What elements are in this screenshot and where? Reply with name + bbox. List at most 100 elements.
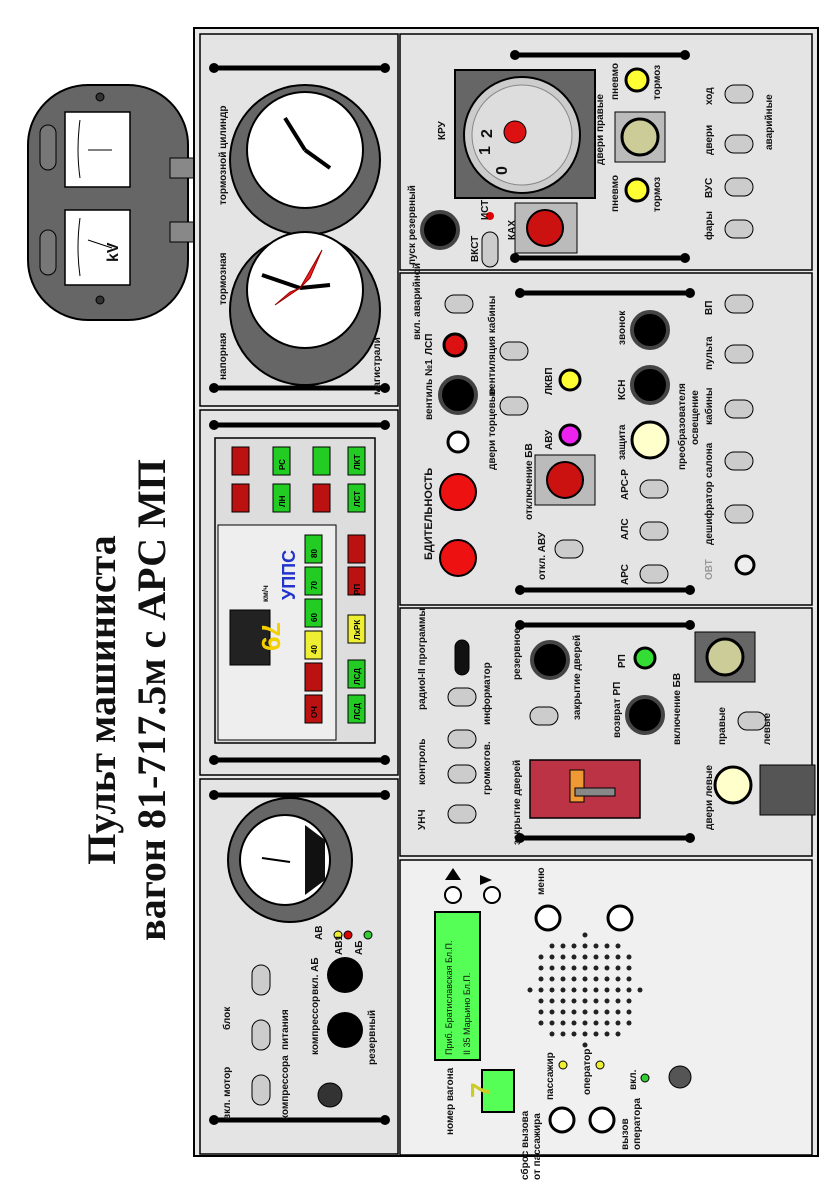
label-doors-right: двери правые	[595, 94, 606, 165]
ammeter-gauge	[227, 797, 353, 923]
label-ksn: КСН	[617, 380, 628, 400]
ist-label: ИСТ	[480, 200, 491, 220]
grille-hole	[538, 976, 544, 982]
grille-hole	[615, 954, 621, 960]
doors-left-right-toggle[interactable]	[737, 711, 767, 731]
grille-hole	[615, 1009, 621, 1015]
label-levye: левые	[762, 713, 773, 745]
sbros-button[interactable]	[548, 1106, 576, 1134]
dveri-torc-toggle[interactable]	[499, 396, 529, 416]
reserve-compressor-knob[interactable]	[317, 1082, 343, 1108]
label-dveri: двери	[704, 125, 715, 155]
zvonok-button[interactable]	[630, 310, 670, 350]
grille-hole	[571, 1020, 577, 1026]
upps-speed-display: 79 км/ч УППС	[229, 550, 299, 666]
grille-hole	[549, 1020, 555, 1026]
grille-hole	[549, 998, 555, 1004]
menu-button-2[interactable]	[606, 904, 634, 932]
grille-hole	[582, 1031, 588, 1037]
ars-toggle[interactable]	[639, 564, 669, 584]
grille-hole	[538, 998, 544, 1004]
kru-switch[interactable]: 0 1 2 КРУ	[437, 69, 596, 199]
vent-kab-toggle[interactable]	[499, 341, 529, 361]
label-blok: блок	[221, 1006, 233, 1030]
label-vus: ВУС	[704, 178, 715, 198]
label-kontrol: контроль	[417, 739, 428, 785]
vozvrat-rp-button[interactable]	[625, 695, 665, 735]
grille-hole	[604, 1009, 610, 1015]
lamp-label: ЛКТ	[353, 454, 362, 470]
lamp-label: ЛСД	[353, 668, 362, 685]
zashita-button[interactable]	[630, 420, 670, 460]
vyzov-operatora-button[interactable]	[588, 1106, 616, 1134]
bditelnost-button-1[interactable]	[439, 473, 477, 511]
als-toggle[interactable]	[639, 521, 669, 541]
vkst-toggle[interactable]	[481, 231, 499, 268]
title-line-1: Пульт машиниста	[79, 535, 124, 865]
grille-hole	[560, 1020, 566, 1026]
grille-hole	[571, 954, 577, 960]
ars-r-toggle[interactable]	[639, 479, 669, 499]
label-kabiny: кабины	[703, 388, 715, 425]
label-zashita: защита	[617, 424, 628, 460]
otkl-bv-button[interactable]	[546, 461, 584, 499]
compressor-button[interactable]	[327, 1012, 363, 1048]
doors-right-button[interactable]	[620, 117, 660, 157]
lighting-toggles[interactable]	[724, 294, 756, 576]
label-bditelnost: БДИТЕЛЬНОСТЬ	[423, 468, 435, 560]
label-av1: АВ1	[334, 935, 345, 955]
white-button[interactable]	[446, 430, 470, 454]
grille-hole	[604, 987, 610, 993]
grille-hole	[582, 943, 588, 949]
reserve-door-button[interactable]	[530, 640, 570, 680]
dveri-levye-button[interactable]	[713, 765, 753, 805]
grille-hole	[626, 954, 632, 960]
grille-hole	[593, 943, 599, 949]
rp-lamp	[633, 646, 657, 670]
door-right-button-2[interactable]	[705, 637, 745, 677]
grille-hole	[560, 998, 566, 1004]
label-vkl-motor: вкл. мотор	[222, 1067, 233, 1120]
label-fary: фары	[703, 211, 715, 240]
grille-hole	[582, 987, 588, 993]
label-rp: РП	[617, 654, 628, 668]
ksn-button[interactable]	[630, 365, 670, 405]
bditelnost-button-2[interactable]	[439, 539, 477, 577]
kru-pos-2: 2	[479, 129, 496, 138]
label-osv: освещение	[690, 390, 701, 445]
kah-button[interactable]	[526, 209, 564, 247]
grille-hole	[538, 1020, 544, 1026]
label-pulta: пульта	[704, 336, 715, 370]
label-vp: ВП	[704, 301, 715, 315]
reserve-start-button[interactable]	[420, 210, 460, 250]
informer-display: Приб. Братиславская Бл.П. II 35 Марьино …	[434, 911, 481, 1061]
otkl-avu-toggle[interactable]	[554, 539, 584, 559]
grille-hole	[615, 965, 621, 971]
label-tormoz-2: тормоз	[652, 177, 663, 212]
speed-unit: км/ч	[261, 585, 270, 602]
zakr-dverey-toggle[interactable]	[529, 706, 559, 726]
vkl-button[interactable]	[668, 1065, 692, 1089]
menu-button-1[interactable]	[534, 904, 562, 932]
lower-toggles[interactable]	[447, 639, 477, 824]
lamp-label: 40	[310, 645, 319, 654]
kru-pos-1: 1	[477, 146, 494, 155]
kru-label: КРУ	[437, 120, 448, 140]
vkst-label: ВКСТ	[470, 236, 481, 262]
lamp-label: 60	[310, 613, 319, 622]
label-zvonok: звонок	[617, 310, 628, 345]
grille-hole	[615, 998, 621, 1004]
pressure-label: напорная	[218, 333, 229, 380]
vkl-avar-toggle[interactable]	[444, 294, 474, 314]
vkl-ab-button[interactable]	[327, 957, 363, 993]
door-close-key[interactable]	[529, 759, 641, 819]
ventil1-button[interactable]	[438, 375, 478, 415]
lamp-label: РС	[278, 459, 287, 470]
lamp-label: ЛСТ	[353, 491, 362, 507]
right-toggles[interactable]	[724, 84, 754, 239]
label-vyzov: вызов	[620, 1118, 631, 1150]
grille-hole	[582, 1009, 588, 1015]
door-handle[interactable]	[759, 764, 816, 816]
vkl-lamp	[640, 1073, 650, 1083]
